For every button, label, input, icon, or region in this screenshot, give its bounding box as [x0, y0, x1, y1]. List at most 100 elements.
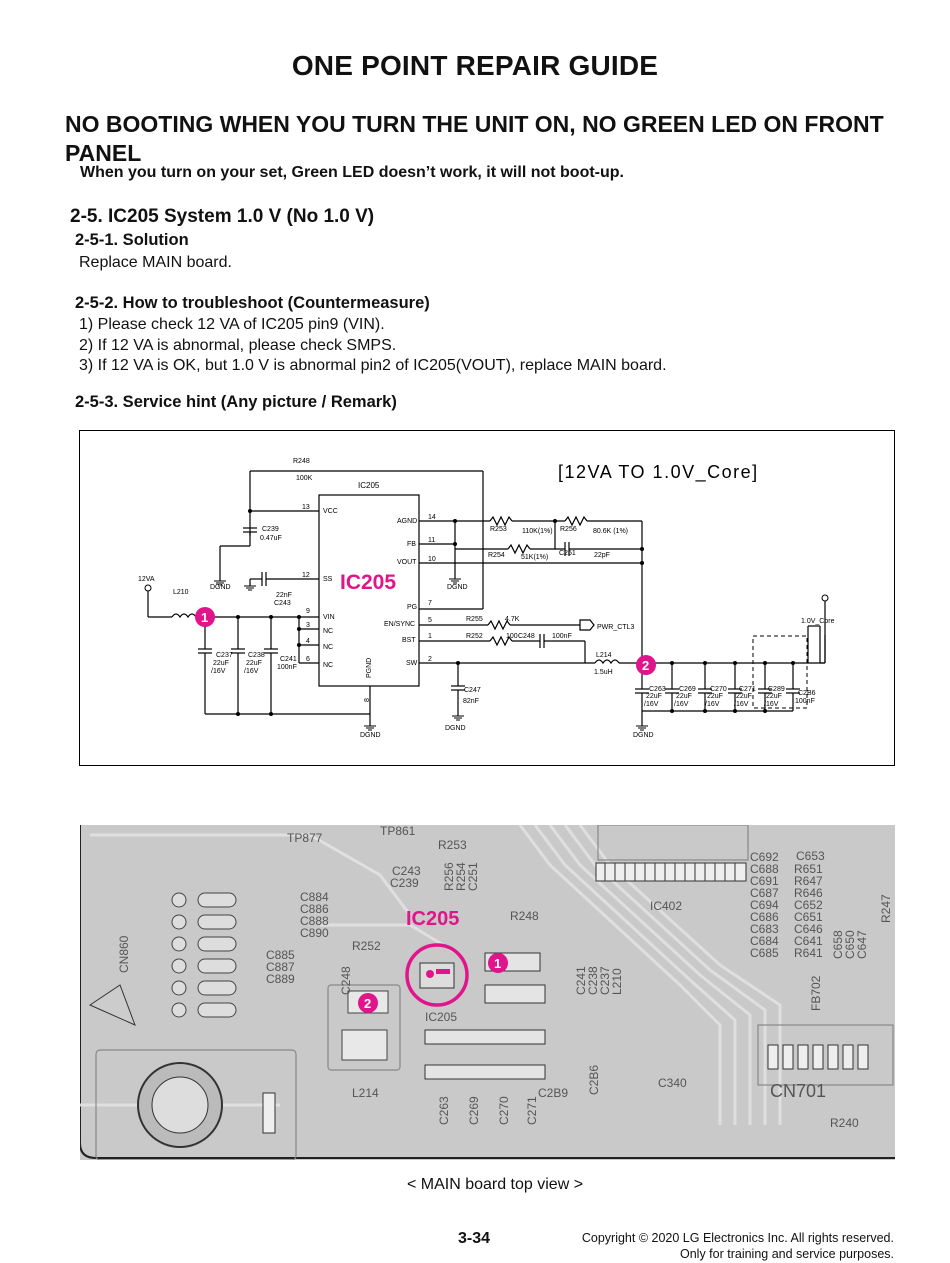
- r240-label: R240: [830, 1116, 859, 1130]
- l214-label: L214: [352, 1086, 379, 1100]
- c885-label: C885: [266, 948, 295, 962]
- c251-label: C251: [466, 862, 480, 891]
- cap-ref: C2B6: [798, 690, 816, 697]
- troubleshoot-heading: 2-5-2. How to troubleshoot (Countermeasu…: [75, 294, 430, 312]
- r252-label: R252: [352, 939, 381, 953]
- pin-name: EN/SYNC: [384, 621, 415, 628]
- troubleshoot-step: 3) If 12 VA is OK, but 1.0 V is abnormal…: [79, 357, 667, 374]
- marker-1-label: 1: [201, 610, 208, 625]
- pin-name: PG: [407, 604, 417, 611]
- schematic-title: [12VA TO 1.0V_Core]: [558, 462, 759, 483]
- gnd-label: DGND: [360, 732, 381, 739]
- cap-voltage: /16V: [734, 701, 749, 708]
- cap-ref: C270: [710, 686, 727, 693]
- pcb-caption: < MAIN board top view >: [406, 1176, 584, 1193]
- r254-label: R254: [454, 862, 468, 891]
- c239-label: C239: [390, 876, 419, 890]
- c251-ref: C251: [559, 550, 576, 557]
- pcb-marker-2: [358, 993, 378, 1013]
- l214-value: 1.5uH: [594, 669, 613, 676]
- schematic-diagram: [12VA TO 1.0V_Core] IC205 IC205 13 VCC 1…: [79, 430, 895, 766]
- c887-label: C887: [266, 960, 295, 974]
- r646-label: R646: [794, 886, 823, 900]
- r248-label: R248: [510, 909, 539, 923]
- c269-label: C269: [467, 1096, 481, 1125]
- marker-1: [195, 607, 215, 627]
- c243-value: 22nF: [276, 592, 292, 599]
- c340-label: C340: [658, 1076, 687, 1090]
- r248-value: 100K: [296, 475, 313, 482]
- r256-label: R256: [442, 862, 456, 891]
- cn701-label: CN701: [770, 1081, 826, 1101]
- c237-voltage: /16V: [211, 668, 226, 675]
- c650-label: C650: [843, 930, 857, 959]
- c652-label: C652: [794, 898, 823, 912]
- cap-value: 22uF: [646, 693, 662, 700]
- c688-label: C688: [750, 862, 779, 876]
- c687-label: C687: [750, 886, 779, 900]
- r248-ref: R248: [293, 458, 310, 465]
- gnd-label: DGND: [445, 725, 466, 732]
- c888-label: C888: [300, 914, 329, 928]
- c241-value: 100nF: [277, 664, 297, 671]
- pin-num: 5: [428, 617, 432, 624]
- r647-label: R647: [794, 874, 823, 888]
- c691-label: C691: [750, 874, 779, 888]
- pcb-marker-1: [488, 953, 508, 973]
- c247-value: 82nF: [463, 698, 479, 705]
- pin-name: VCC: [323, 508, 338, 515]
- copyright-line-2: Only for training and service purposes.: [680, 1247, 894, 1261]
- cap-value: 22uF: [736, 693, 752, 700]
- r254-ref: R254: [488, 552, 505, 559]
- problem-description: When you turn on your set, Green LED doe…: [80, 164, 624, 181]
- gnd-label: DGND: [210, 584, 231, 591]
- c890-label: C890: [300, 926, 329, 940]
- pin-name: SS: [323, 576, 333, 583]
- cap-voltage: /16V: [674, 701, 689, 708]
- pin-name: AGND: [397, 518, 417, 525]
- c684-label: C684: [750, 934, 779, 948]
- service-hint-heading: 2-5-3. Service hint (Any picture / Remar…: [75, 393, 397, 411]
- troubleshoot-step: 1) Please check 12 VA of IC205 pin9 (VIN…: [79, 316, 385, 333]
- gnd-label: DGND: [447, 584, 468, 591]
- c237-value: 22uF: [213, 660, 229, 667]
- pin-num: 9: [306, 608, 310, 615]
- c886-label: C886: [300, 902, 329, 916]
- cap-value: 100nF: [795, 698, 815, 705]
- c248-label: C248: [339, 966, 353, 995]
- tp861-label: TP861: [380, 825, 416, 838]
- c2b6-label: C2B6: [587, 1065, 601, 1095]
- pin-name: VIN: [323, 614, 335, 621]
- pcb-marker-2-label: 2: [364, 996, 371, 1011]
- pcb-ic205-label: IC205: [406, 908, 459, 930]
- c248-ref: C248: [518, 633, 535, 640]
- c658-label: C658: [831, 930, 845, 959]
- pin-num: 3: [306, 622, 310, 629]
- r252-value: 100: [506, 633, 518, 640]
- c653-label: C653: [796, 849, 825, 863]
- c238-ref: C238: [248, 652, 265, 659]
- r247-label: R247: [879, 894, 893, 923]
- r256-value: 80.6K (1%): [593, 528, 628, 535]
- r255-value: 4.7K: [505, 616, 520, 623]
- r255-ref: R255: [466, 616, 483, 623]
- c2b9-label: C2B9: [538, 1086, 568, 1100]
- schematic-svg: [12VA TO 1.0V_Core] IC205 IC205 13 VCC 1…: [138, 458, 835, 739]
- pin-num: 4: [306, 638, 310, 645]
- pin-name: NC: [323, 628, 333, 635]
- pin-name: VOUT: [397, 559, 417, 566]
- c241-label: C241: [574, 966, 588, 995]
- r641-label: R641: [794, 946, 823, 960]
- output-label: 1.0V_Core: [801, 618, 835, 625]
- pin-name: NC: [323, 662, 333, 669]
- c239-ref: C239: [262, 526, 279, 533]
- solution-text: Replace MAIN board.: [79, 254, 232, 271]
- pin-name: BST: [402, 637, 416, 644]
- cap-ref: C289: [768, 686, 785, 693]
- pin-name: FB: [407, 541, 416, 548]
- c641-label: C641: [794, 934, 823, 948]
- pin-num: 1: [428, 633, 432, 640]
- gnd-label: DGND: [633, 732, 654, 739]
- pin-name: NC: [323, 644, 333, 651]
- pwr-ctl-label: PWR_CTL3: [597, 624, 634, 631]
